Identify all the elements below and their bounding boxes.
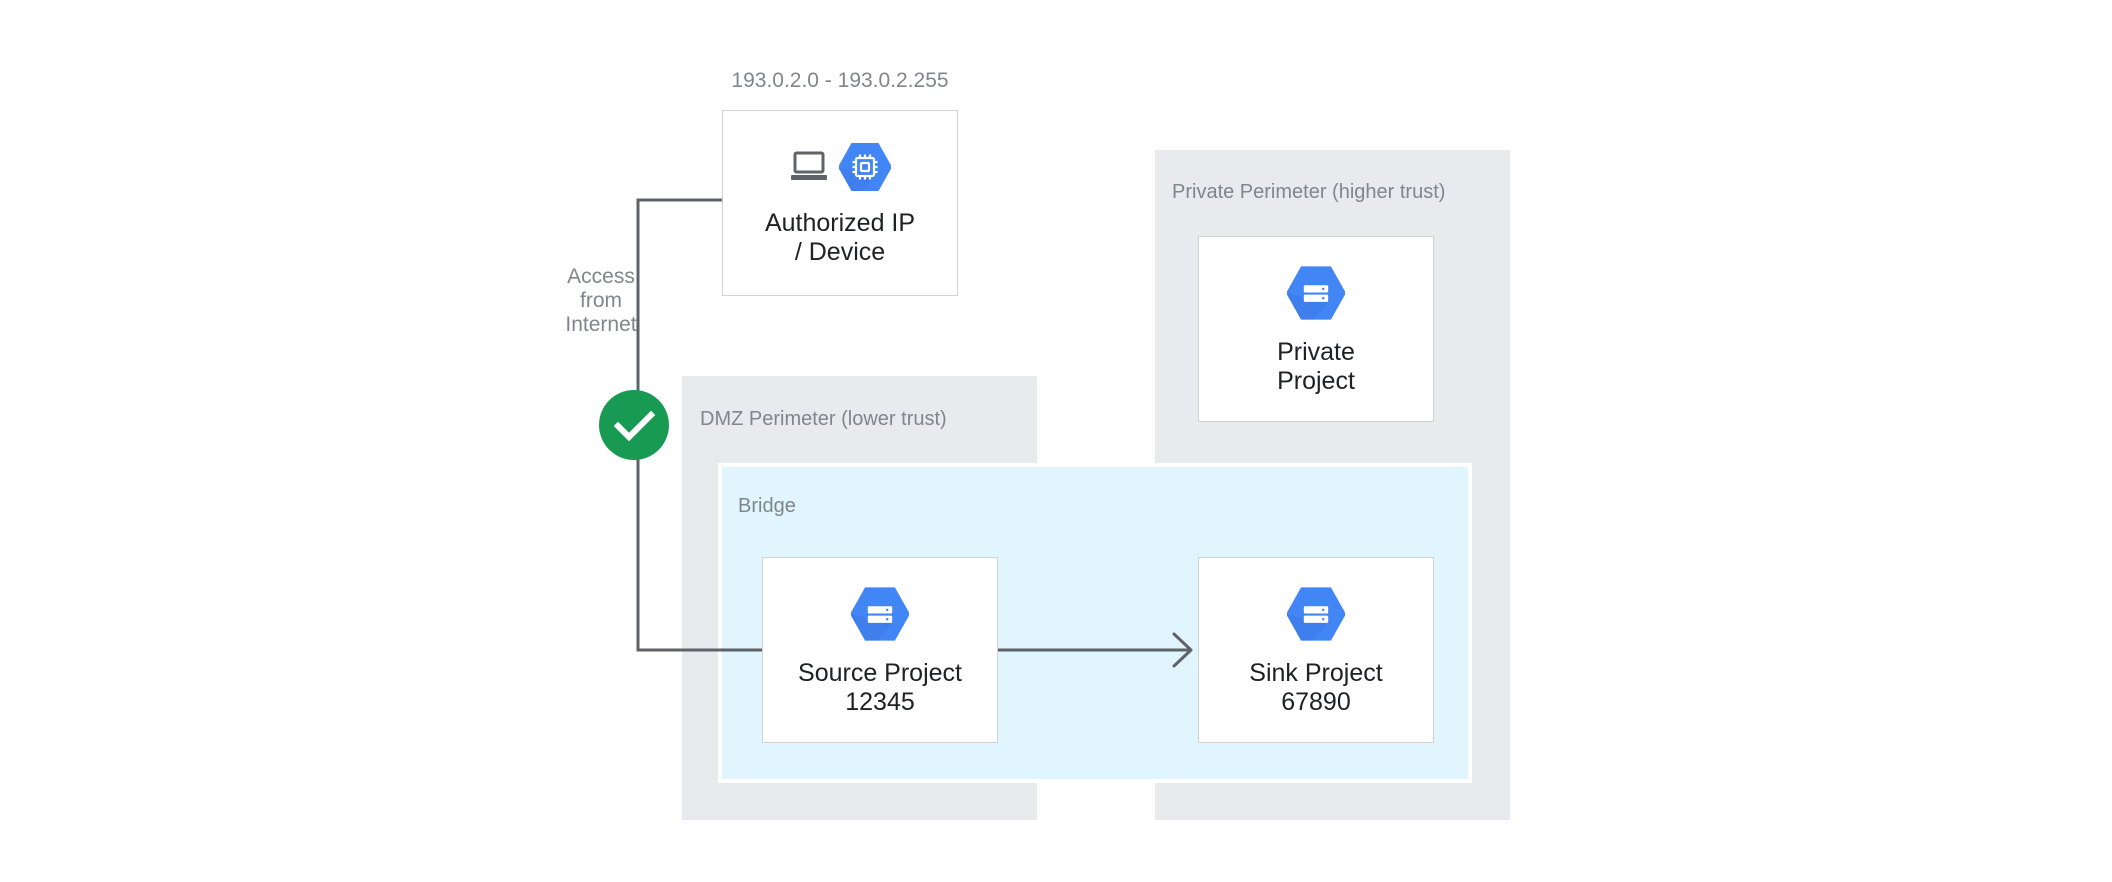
private-project-node[interactable]: Private Project — [1198, 236, 1434, 422]
private-project-icon-group — [1287, 262, 1345, 324]
authorized-ip-device-label: Authorized IP / Device — [764, 209, 916, 266]
laptop-icon — [791, 151, 827, 180]
private-perimeter-label: Private Perimeter (higher trust) — [1172, 181, 1446, 203]
source-project-label: Source Project 12345 — [798, 659, 962, 716]
project-hexagon-icon — [1287, 266, 1345, 320]
source-project-icon-group — [851, 583, 909, 645]
sink-project-label: Sink Project 67890 — [1249, 659, 1383, 716]
authorized-ip-range-caption: 193.0.2.0 - 193.0.2.255 — [731, 69, 949, 92]
source-project-node[interactable]: Source Project 12345 — [762, 557, 998, 743]
project-hexagon-icon — [851, 587, 909, 641]
private-project-label: Private Project — [1277, 338, 1355, 395]
authorized-ip-icon-group — [789, 139, 891, 195]
bridge-label: Bridge — [738, 495, 796, 517]
check-circle-icon — [599, 390, 669, 460]
project-hexagon-icon — [1287, 587, 1345, 641]
compute-chip-hexagon-icon — [839, 143, 891, 191]
authorized-ip-device-node[interactable]: Authorized IP / Device — [722, 110, 958, 296]
access-from-internet-label: Access from Internet — [565, 265, 637, 336]
dmz-perimeter-label: DMZ Perimeter (lower trust) — [700, 408, 947, 430]
sink-project-node[interactable]: Sink Project 67890 — [1198, 557, 1434, 743]
sink-project-icon-group — [1287, 583, 1345, 645]
